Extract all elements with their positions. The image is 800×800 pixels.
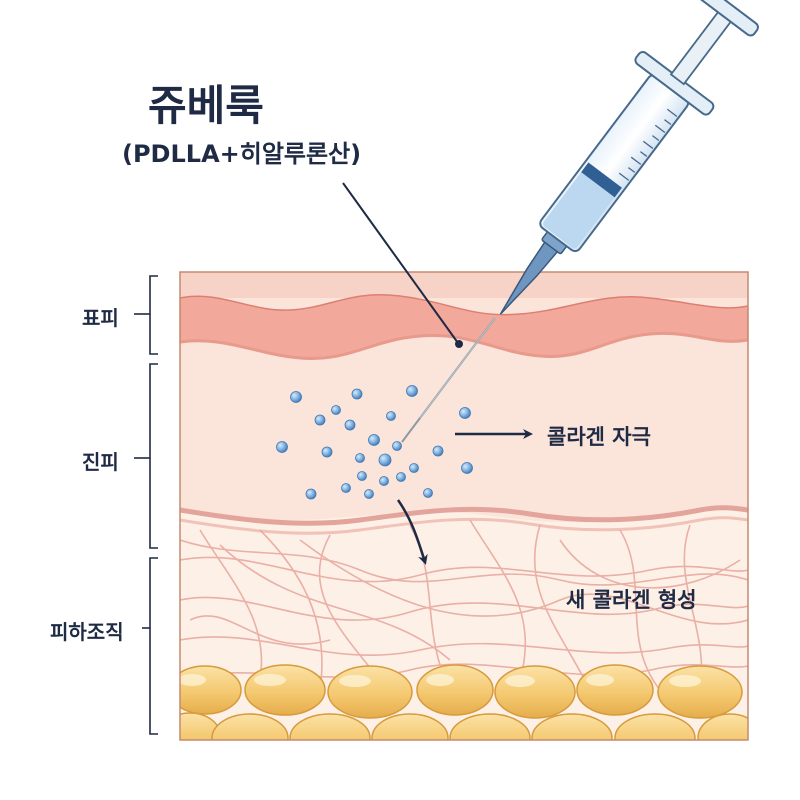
label-collagen-stimulation: 콜라겐 자극 — [547, 425, 651, 449]
product-composition: (PDLLA+히알루론산) — [122, 140, 362, 168]
label-new-collagen: 새 콜라겐 형성 — [566, 588, 697, 612]
label-dermis: 진피 — [82, 450, 119, 474]
label-epidermis: 표피 — [82, 306, 119, 330]
layer-brackets — [134, 275, 158, 735]
syringe — [401, 0, 759, 443]
skin-cross-section — [180, 272, 748, 740]
arrow-down — [396, 499, 428, 565]
product-name: 쥬베룩 — [148, 81, 264, 130]
label-pointer — [342, 182, 459, 344]
pdlla-particles — [276, 385, 473, 500]
label-subcutaneous: 피하조직 — [50, 620, 124, 644]
collagen-network — [180, 519, 748, 691]
